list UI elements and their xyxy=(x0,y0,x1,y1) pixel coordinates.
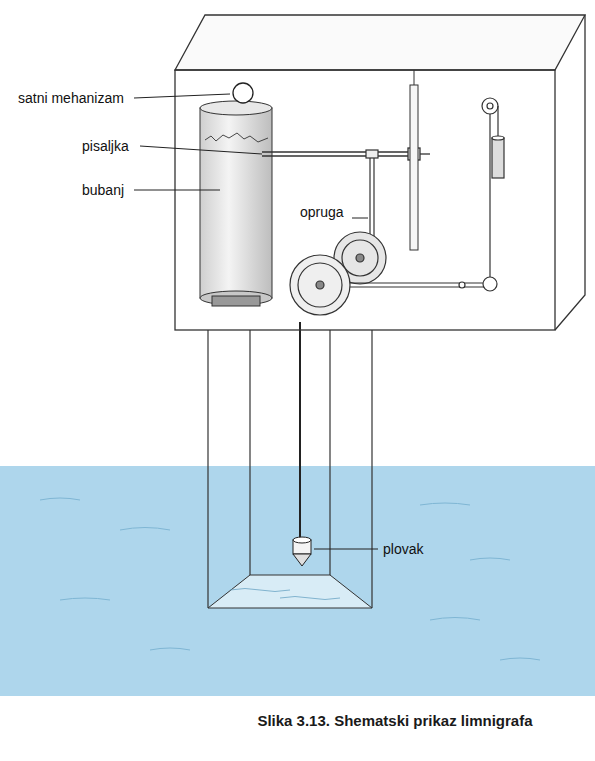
part-label: bubanj xyxy=(82,182,124,198)
pen-arm xyxy=(262,148,430,160)
water xyxy=(0,466,595,696)
well-water-surface xyxy=(208,575,372,608)
leader-lines xyxy=(134,94,378,549)
guide-rod xyxy=(410,85,418,250)
part-label: opruga xyxy=(300,204,344,220)
part-label: satni mehanizam xyxy=(18,90,124,106)
figure-caption: Slika 3.13. Shematski prikaz limnigrafa xyxy=(257,712,532,729)
part-label: pisaljka xyxy=(82,138,129,154)
water-ripples xyxy=(40,498,540,660)
part-label: plovak xyxy=(383,541,423,557)
float-cable xyxy=(299,322,301,540)
float xyxy=(293,537,311,566)
well-supports xyxy=(208,330,372,608)
drum xyxy=(200,101,272,306)
housing xyxy=(175,15,585,330)
counterweight-system xyxy=(350,98,504,291)
wheels xyxy=(290,232,386,315)
clock-sphere xyxy=(233,83,253,103)
